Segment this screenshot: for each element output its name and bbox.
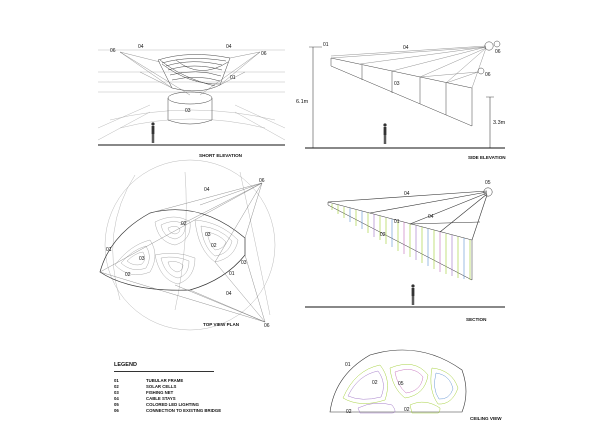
side-elev-tag-06b: 06: [485, 72, 491, 78]
person-figure: [151, 122, 155, 143]
side-elev-tag-06a: 06: [495, 49, 501, 55]
section-tag-04b: 04: [428, 214, 434, 220]
legend-item-label: COLORED LED LIGHTING: [146, 402, 199, 407]
canopy-outline: [99, 209, 246, 291]
legend-title: LEGEND: [114, 362, 214, 372]
plan-tag-01b: 01: [229, 271, 235, 277]
dimension-low-label: 3.3m: [493, 120, 506, 126]
side-elev-tag-04: 04: [403, 45, 409, 51]
side-elevation-view: [305, 40, 505, 149]
legend-item: 05 COLORED LED LIGHTING: [114, 402, 314, 408]
plan-tag-02a: 02: [181, 221, 187, 227]
person-figure: [383, 123, 387, 144]
wedge-canopy: [330, 57, 473, 127]
canopy-net: [157, 54, 231, 92]
legend-item-number: 03: [114, 390, 119, 395]
bridge-connection-node-lower: [477, 67, 485, 75]
short-elev-tag-01: 01: [230, 75, 236, 81]
section-tag-02: 02: [380, 232, 386, 238]
ceiling-view: [329, 349, 467, 414]
legend-item: 02 SOLAR CELLS: [114, 384, 314, 390]
plan-tag-06a: 06: [259, 178, 265, 184]
plan-tag-03c: 03: [241, 260, 247, 266]
side-elev-tag-03: 03: [394, 81, 400, 87]
section-tag-05: 05: [485, 180, 491, 186]
section-tag-01: 01: [394, 219, 400, 225]
short-elev-tag-06a: 06: [110, 48, 116, 54]
legend-item-number: 06: [114, 408, 119, 413]
ceiling-tag-02a: 02: [372, 380, 378, 386]
plan-tag-03a: 03: [205, 232, 211, 238]
cylinder-core: [167, 91, 213, 125]
legend-item-number: 01: [114, 378, 119, 383]
short-elevation-view: [97, 49, 286, 146]
ceiling-tag-02c: 02: [346, 409, 352, 415]
ceiling-outline: [329, 349, 467, 413]
plan-tag-03b: 03: [139, 256, 145, 262]
cable-stays: [119, 51, 261, 96]
section-title: SECTION: [466, 317, 487, 322]
short-elev-tag-03: 03: [185, 108, 191, 114]
side-elev-tag-01: 01: [323, 42, 329, 48]
section-led-panel: [327, 201, 473, 281]
legend-item-label: CABLE STAYS: [146, 396, 176, 401]
short-elev-tag-04a: 04: [138, 44, 144, 50]
legend: LEGEND 01 TUBULAR FRAME 02 SOLAR CELLS 0…: [114, 362, 314, 414]
legend-item: 06 CONNECTION TO EXISTING BRIDGE: [114, 408, 314, 414]
top-view-plan-view: [99, 159, 276, 331]
ceiling-tag-01: 01: [345, 362, 351, 368]
plan-tag-01a: 01: [106, 247, 112, 253]
person-figure: [411, 284, 415, 305]
legend-item-label: FISHING NET: [146, 390, 174, 395]
bridge-perspective-lines: [97, 49, 286, 141]
legend-item-number: 05: [114, 402, 119, 407]
legend-item: 01 TUBULAR FRAME: [114, 378, 314, 384]
plan-tag-02c: 02: [125, 272, 131, 278]
top-view-plan-title: TOP VIEW PLAN: [203, 322, 240, 327]
side-elev-title: SIDE ELEVATION: [468, 155, 506, 160]
plan-guide-arcs: [104, 159, 276, 331]
ceiling-tag-02b: 02: [404, 407, 410, 413]
legend-item-number: 04: [114, 396, 119, 401]
short-elev-tag-06b: 06: [261, 51, 267, 57]
ceiling-tag-05: 05: [398, 381, 404, 387]
section-cable-stays: [327, 190, 488, 241]
ceiling-view-title: CEILING VIEW: [470, 416, 502, 421]
canopy-contours: [114, 216, 239, 285]
plan-cable-stays: [99, 182, 266, 323]
legend-item-number: 02: [114, 384, 119, 389]
section-view: [305, 187, 505, 308]
plan-tag-04b: 04: [226, 291, 232, 297]
plan-tag-02b: 02: [211, 243, 217, 249]
plan-tag-04a: 04: [204, 187, 210, 193]
legend-item-label: SOLAR CELLS: [146, 384, 177, 389]
side-cable-stays: [330, 45, 487, 89]
short-elev-tag-04b: 04: [226, 44, 232, 50]
legend-item-label: CONNECTION TO EXISTING BRIDGE: [146, 408, 222, 413]
legend-item-label: TUBULAR FRAME: [146, 378, 184, 383]
section-tag-04a: 04: [404, 191, 410, 197]
ceiling-panels: [342, 364, 459, 414]
short-elev-title: SHORT ELEVATION: [199, 153, 243, 158]
section-bridge-node: [483, 187, 493, 197]
dimension-high-label: 6.1m: [296, 99, 309, 105]
bridge-connection-node: [484, 41, 494, 51]
plan-tag-06b: 06: [264, 323, 270, 329]
legend-item: 04 CABLE STAYS: [114, 396, 314, 402]
legend-item: 03 FISHING NET: [114, 390, 314, 396]
